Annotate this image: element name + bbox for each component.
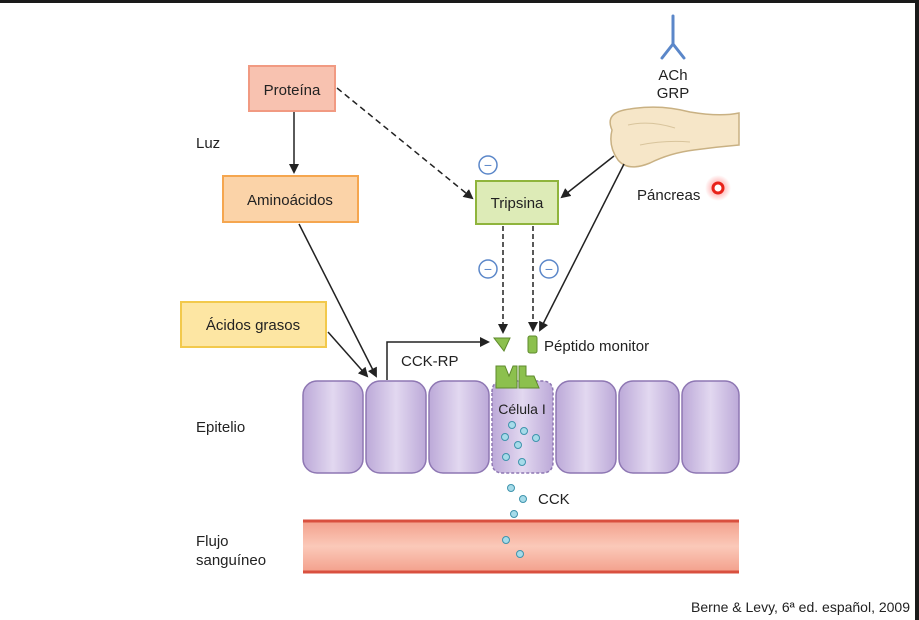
citation: Berne & Levy, 6ª ed. español, 2009 bbox=[691, 599, 910, 615]
epithelial-cell bbox=[428, 380, 490, 474]
pointer-dot bbox=[705, 175, 731, 201]
fatty-acids-label: Ácidos grasos bbox=[206, 317, 300, 334]
svg-text:−: − bbox=[545, 261, 553, 277]
cck-rp-label: CCK-RP bbox=[401, 353, 459, 370]
epithelium bbox=[302, 380, 740, 474]
ach-grp-receptor-icon bbox=[660, 14, 686, 60]
trypsin-box bbox=[475, 180, 559, 225]
ach-label: ACh bbox=[658, 67, 687, 84]
svg-text:−: − bbox=[484, 261, 492, 277]
pancreas bbox=[609, 106, 740, 168]
arrow-pancreas-to-monitor-peptide bbox=[539, 163, 625, 332]
protein-label: Proteína bbox=[264, 82, 321, 99]
fatty-acids-box bbox=[180, 301, 327, 348]
cck-label: CCK bbox=[538, 491, 570, 508]
cck-rp-ligand bbox=[492, 337, 511, 352]
epithelial-cell bbox=[365, 380, 427, 474]
trypsin-label: Tripsina bbox=[491, 195, 544, 212]
monitor-peptide-ligand bbox=[527, 335, 538, 354]
epithelial-cell bbox=[555, 380, 617, 474]
arrow-aminoacids-to-epithelium bbox=[298, 223, 377, 378]
lumen-label: Luz bbox=[196, 135, 220, 152]
epithelial-cell bbox=[302, 380, 364, 474]
arrow-pancreas-to-trypsin bbox=[560, 155, 615, 199]
pancreas-label: Páncreas bbox=[637, 187, 700, 204]
blood-vessel bbox=[303, 519, 739, 574]
inhibition-marker-cck-rp: − bbox=[478, 259, 498, 279]
i-cell-receptors bbox=[495, 365, 540, 389]
window-frame-right bbox=[915, 0, 919, 620]
window-frame-top bbox=[0, 0, 919, 3]
grp-label: GRP bbox=[657, 85, 690, 102]
arrow-cck-rp-release bbox=[386, 337, 490, 380]
monitor-peptide-label: Péptido monitor bbox=[544, 338, 649, 355]
amino-acids-box bbox=[222, 175, 359, 223]
arrow-protein-to-trypsin bbox=[336, 87, 474, 200]
svg-text:−: − bbox=[484, 157, 492, 173]
inhibition-marker-trypsin: − bbox=[478, 155, 498, 175]
arrows bbox=[289, 87, 625, 380]
i-cell-label: Célula I bbox=[498, 401, 545, 417]
i-cell bbox=[491, 380, 554, 474]
epithelium-label: Epitelio bbox=[196, 419, 245, 436]
inhibition-marker-monitor-peptide: − bbox=[539, 259, 559, 279]
epithelial-cell bbox=[681, 380, 740, 474]
blood-flow-label-line2: sanguíneo bbox=[196, 552, 266, 569]
amino-acids-label: Aminoácidos bbox=[247, 192, 333, 209]
epithelial-cell bbox=[618, 380, 680, 474]
protein-box bbox=[248, 65, 336, 112]
blood-flow-label-line1: Flujo bbox=[196, 533, 229, 550]
cck-granules bbox=[501, 421, 540, 558]
arrow-fatty-acids-to-epithelium bbox=[327, 331, 369, 378]
